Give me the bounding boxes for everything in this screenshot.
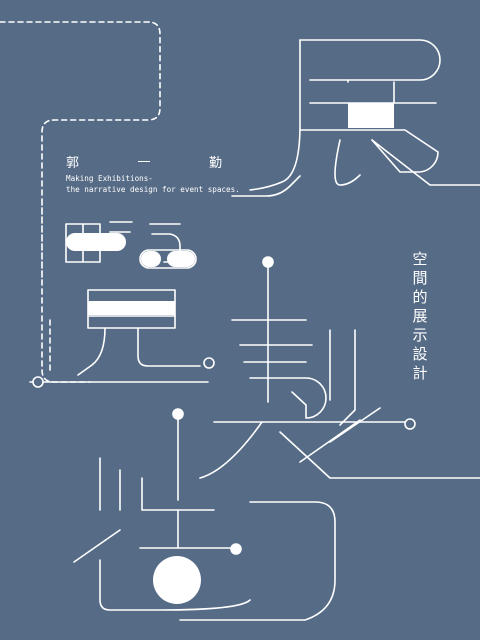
author-dash <box>138 160 150 163</box>
zao-node-right <box>230 543 242 555</box>
zao-circle <box>153 556 201 604</box>
connector-line <box>231 175 301 197</box>
tagline-line-1: Making Exhibitions- <box>66 174 153 183</box>
vertical-subtitle: 空間的展示設計 <box>412 250 428 382</box>
zhi-node-top <box>262 256 274 268</box>
glyph-lan-bar1 <box>66 233 126 251</box>
glyph-lan-bar2 <box>141 251 161 267</box>
glyph-zhi <box>199 261 480 479</box>
link-node-mid <box>203 357 215 369</box>
glyph-lan-bar3 <box>167 251 195 267</box>
author-name: 郭 勤 <box>66 152 222 171</box>
author-char-2: 勤 <box>208 156 222 171</box>
glyph-zao <box>73 413 336 621</box>
tagline-line-2: the narrative design for event spaces. <box>66 185 240 194</box>
glyph-zhan-block <box>348 103 394 128</box>
link-node-left <box>32 376 44 388</box>
tagline: Making Exhibitions- the narrative design… <box>66 173 246 195</box>
glyph-zhan <box>249 39 480 191</box>
author-char-1: 郭 <box>66 156 80 171</box>
zao-node-top <box>172 408 184 420</box>
glyph-lan-bar4 <box>88 301 175 315</box>
glyph-lan <box>65 221 201 376</box>
zhi-node-right <box>404 418 416 430</box>
